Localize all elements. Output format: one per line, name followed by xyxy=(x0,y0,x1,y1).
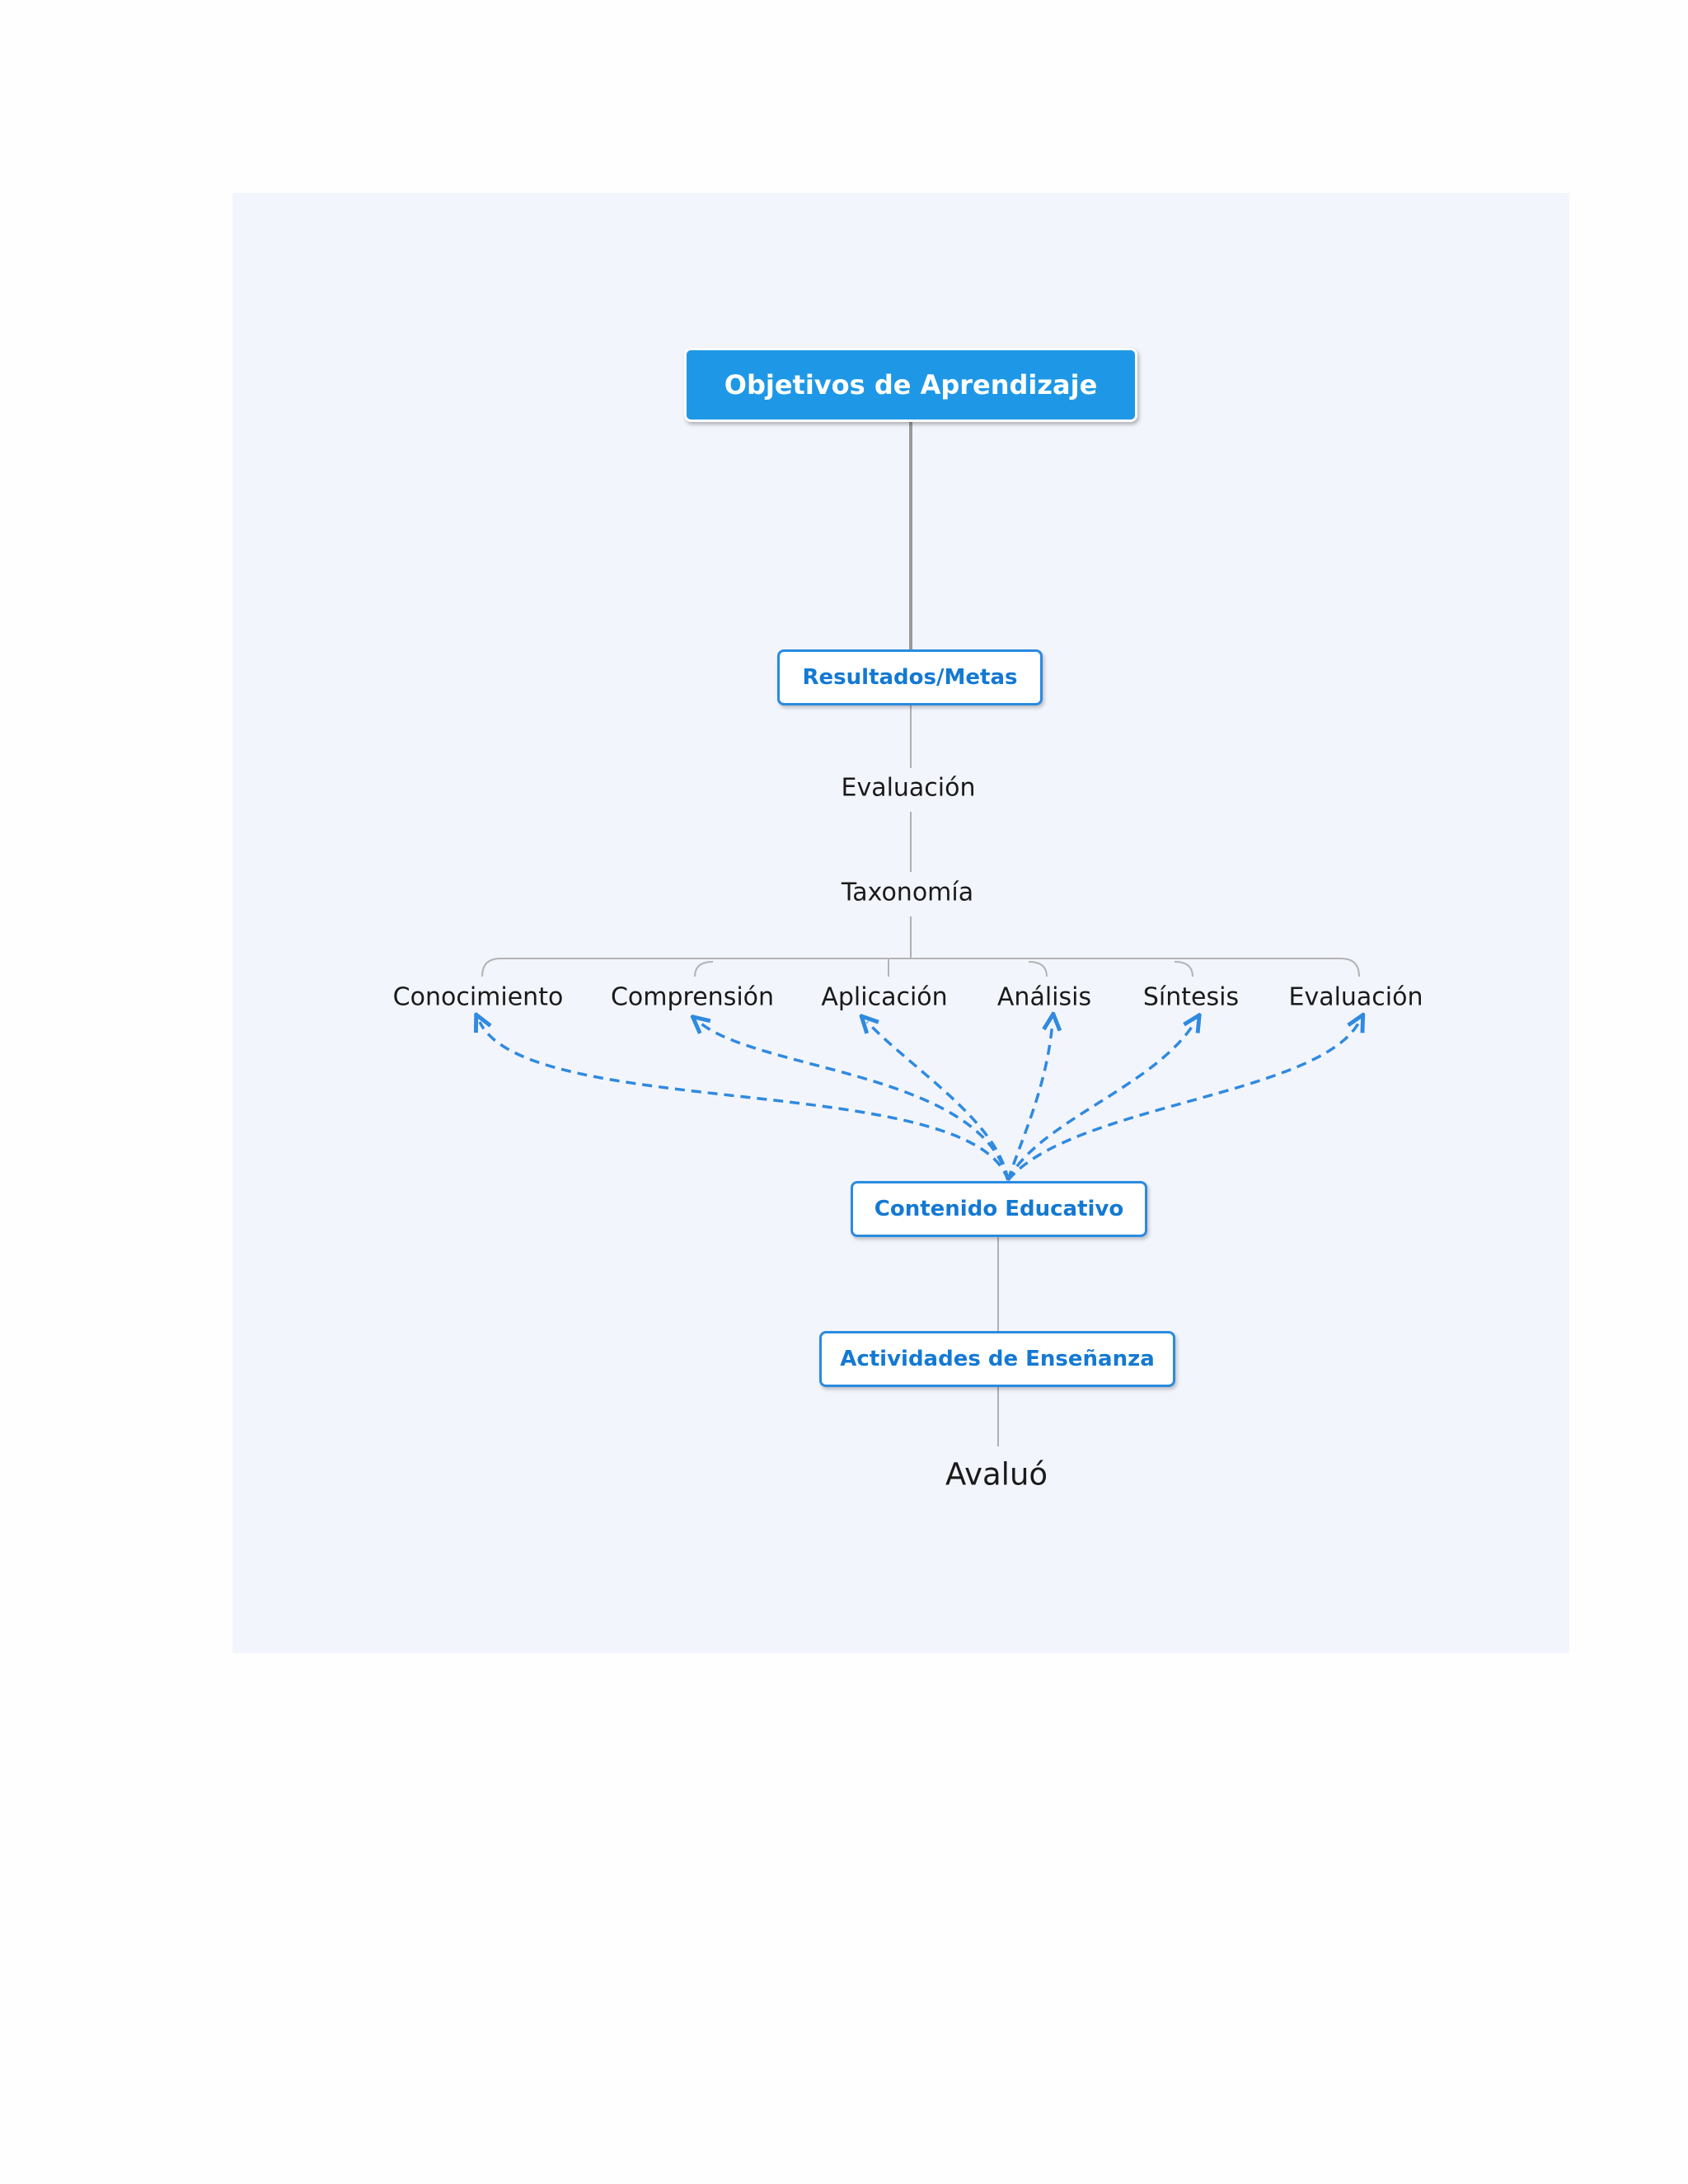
link-content-evaluacion xyxy=(1006,1022,1359,1182)
link-content-aplicacion xyxy=(867,1022,1010,1181)
node-level-sintesis[interactable]: Síntesis xyxy=(1142,982,1240,1012)
node-level-conocimiento[interactable]: Conocimiento xyxy=(392,982,564,1012)
node-level-aplicacion[interactable]: Aplicación xyxy=(821,982,948,1012)
link-content-analisis xyxy=(1006,1022,1053,1181)
node-evaluacion[interactable]: Evaluación xyxy=(841,773,976,803)
node-resultados-metas[interactable]: Resultados/Metas xyxy=(777,649,1043,705)
mind-map-canvas xyxy=(232,193,1569,1653)
connector-taxonomy-levels-bracket xyxy=(481,958,1360,977)
link-content-sintesis xyxy=(1006,1022,1195,1181)
node-level-comprension[interactable]: Comprensión xyxy=(610,982,775,1012)
node-level-evaluacion[interactable]: Evaluación xyxy=(1288,982,1423,1012)
node-taxonomia[interactable]: Taxonomía xyxy=(841,878,974,907)
node-actividades-de-ensenanza[interactable]: Actividades de Enseñanza xyxy=(819,1331,1175,1387)
node-level-analisis[interactable]: Análisis xyxy=(996,982,1092,1012)
node-objetivos-de-aprendizaje[interactable]: Objetivos de Aprendizaje xyxy=(684,348,1137,422)
link-content-conocimiento xyxy=(480,1022,1010,1181)
node-avaluo[interactable]: Avaluó xyxy=(945,1456,1048,1493)
link-content-comprension xyxy=(699,1022,1010,1181)
node-contenido-educativo[interactable]: Contenido Educativo xyxy=(851,1181,1147,1237)
